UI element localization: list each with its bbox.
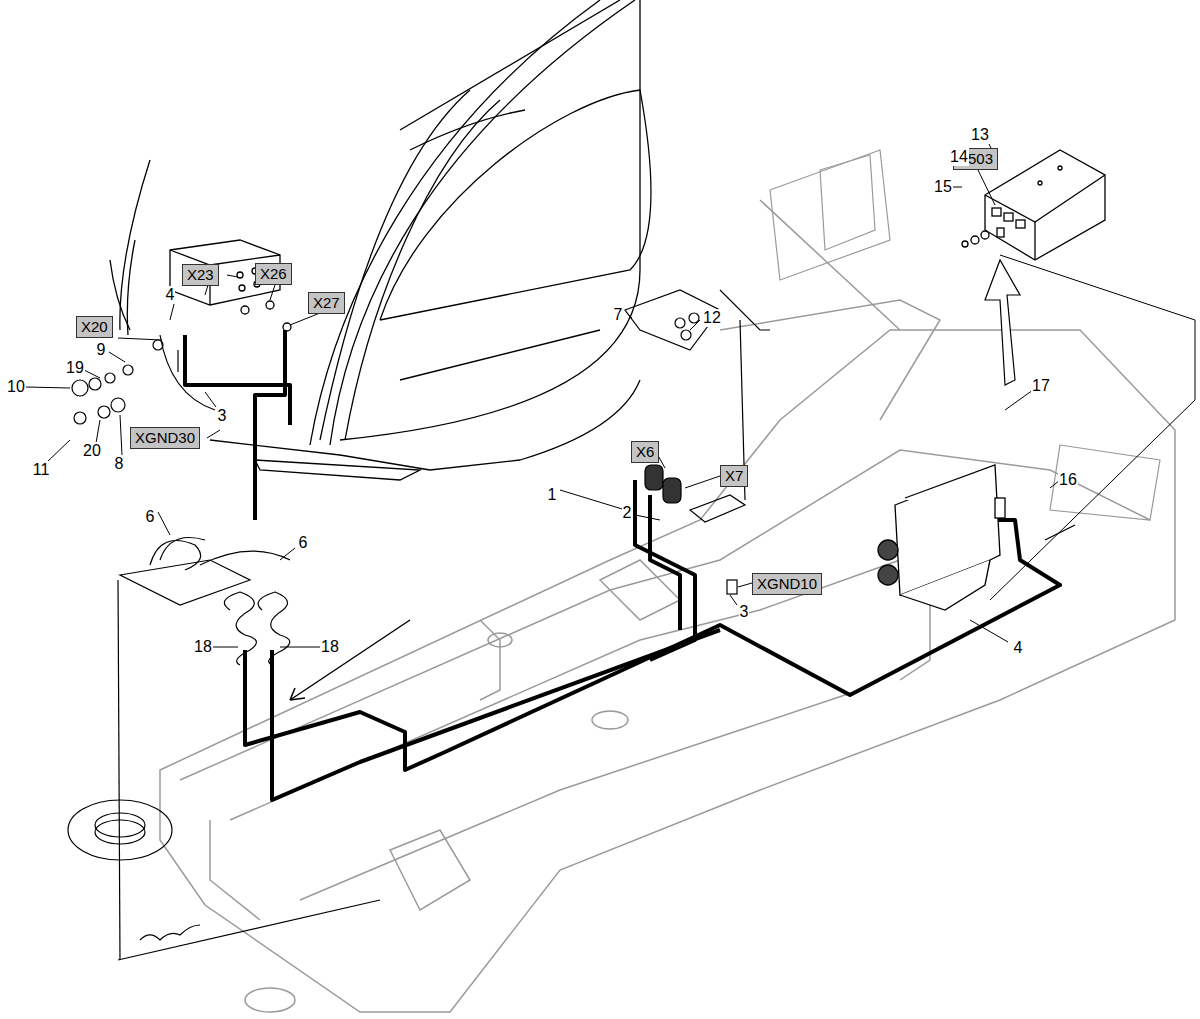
- callout-number: 6: [298, 534, 309, 552]
- callout-number: 18: [193, 638, 213, 656]
- connector-name: X27: [313, 294, 340, 311]
- callout-number: 2: [622, 504, 633, 522]
- connector-tag: XGND30: [130, 427, 200, 449]
- platform-grids: [770, 150, 1160, 520]
- connector-name: X26: [260, 265, 287, 282]
- callout-number: 9: [96, 341, 107, 359]
- connector-name: X7: [725, 467, 743, 484]
- junction-box: [170, 240, 291, 331]
- callout-number: 18: [320, 638, 340, 656]
- callout-number: 3: [739, 603, 750, 621]
- callout-number: 15: [933, 178, 953, 196]
- callout-number: 10: [6, 378, 26, 396]
- direction-arrow: [985, 260, 1020, 385]
- callout-number: 7: [613, 306, 624, 324]
- callout-number: 8: [114, 455, 125, 473]
- connector-tag: X6: [631, 441, 659, 463]
- connector-name: X23: [187, 266, 214, 283]
- callout-number: 13: [970, 126, 990, 144]
- detail-frame: [990, 255, 1195, 600]
- callout-number: 6: [145, 508, 156, 526]
- connector-name: XGND10: [757, 575, 817, 592]
- cab-ground-hardware: [72, 335, 215, 424]
- connector-tag: X23: [182, 264, 219, 286]
- connector-name: X20: [81, 318, 108, 335]
- ecu-unit: [878, 465, 1075, 610]
- connector-name: X6: [636, 443, 654, 460]
- callout-number: 14: [949, 148, 969, 166]
- callout-number: 12: [702, 309, 722, 327]
- leader-lines: [26, 142, 1060, 647]
- callout-number: 4: [1013, 639, 1024, 657]
- callout-number: 20: [82, 442, 102, 460]
- callout-number: 4: [165, 286, 176, 304]
- callout-number: 1: [547, 486, 558, 504]
- direction-arrow: [290, 620, 410, 700]
- cab-outline: [110, 0, 651, 480]
- connector-tag: X20: [76, 316, 113, 338]
- callout-number: 17: [1031, 377, 1051, 395]
- chassis-frame: [160, 200, 1175, 1012]
- connector-name: XGND30: [135, 429, 195, 446]
- callout-number: 3: [217, 407, 228, 425]
- cable-clips: [68, 538, 380, 961]
- connector-tag: X7: [720, 465, 748, 487]
- connector-tag: X27: [308, 292, 345, 314]
- callout-number: 16: [1058, 471, 1078, 489]
- connector-tag: XGND10: [752, 573, 822, 595]
- connector-tag: X26: [255, 263, 292, 285]
- harness-wires: [185, 330, 1060, 800]
- callout-number: 11: [32, 461, 51, 479]
- connectors-mid: [625, 290, 770, 594]
- callout-number: 19: [65, 359, 85, 377]
